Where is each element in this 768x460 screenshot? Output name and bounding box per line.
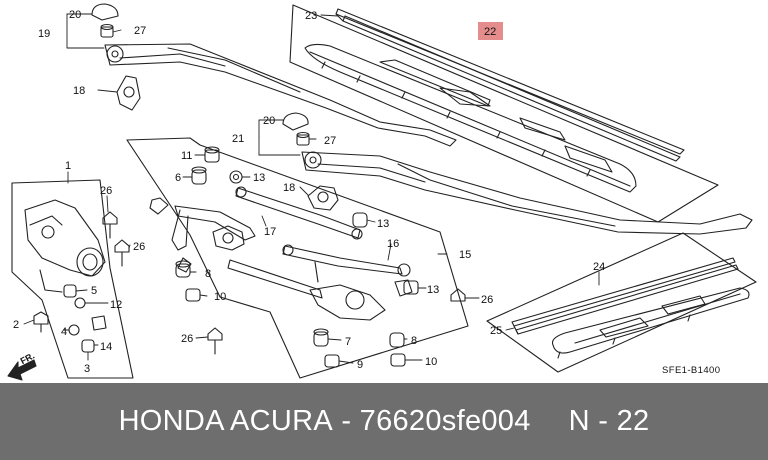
nut-27-lower (296, 131, 310, 146)
nut-13-c (403, 280, 419, 295)
callout-26c: 26 (181, 333, 193, 345)
grommet-11 (204, 146, 220, 163)
callout-2: 2 (13, 319, 19, 331)
brand-label: HONDA ACURA (118, 405, 333, 437)
callout-26a: 26 (100, 185, 112, 197)
callout-13c: 13 (427, 284, 439, 296)
part-footer-text: HONDA ACURA - 76620sfe004 N - 22 (0, 383, 768, 460)
nut-10-a (185, 288, 201, 302)
callout-24: 24 (593, 261, 605, 273)
callout-10a: 10 (214, 291, 226, 303)
wiper-arm-passenger (301, 151, 753, 235)
motor-box-frame (11, 179, 134, 379)
nut-10-b (390, 353, 406, 367)
bushing-6 (191, 166, 207, 185)
callout-14: 14 (100, 341, 112, 353)
callout-13b: 13 (377, 218, 389, 230)
callout-16: 16 (387, 238, 399, 250)
bolt-26-a (102, 211, 118, 239)
callout-17: 17 (264, 226, 276, 238)
grommet-8-a (175, 260, 191, 278)
callout-12: 12 (110, 299, 122, 311)
callout-1: 1 (65, 160, 71, 172)
callout-9: 9 (357, 359, 363, 371)
cap-20-lower (282, 112, 309, 131)
wiper-arm-driver (104, 43, 457, 147)
callout-20b: 20 (263, 115, 275, 127)
bushing-13-a (229, 170, 243, 184)
callout-25: 25 (490, 325, 502, 337)
diagram-code: SFE1-B1400 (662, 365, 720, 376)
callout-15: 15 (459, 249, 471, 261)
callout-13a: 13 (253, 172, 265, 184)
grommet-8-b (389, 332, 405, 348)
wiper-blade-passenger (511, 257, 750, 359)
wiper-motor (24, 199, 106, 293)
wiper-parts-diagram: 20 19 27 18 21 20 27 11 6 13 18 1 26 26 … (7, 3, 757, 381)
linkage-assembly (149, 186, 413, 321)
pivot-cover-18-upper (116, 75, 141, 111)
pivot-cover-18-lower (307, 185, 339, 211)
callout-19: 19 (38, 28, 50, 40)
callout-26b: 26 (133, 241, 145, 253)
callout-20a: 20 (69, 9, 81, 21)
callout-10b: 10 (425, 356, 437, 368)
bolt-26-c (207, 327, 223, 355)
callout-21: 21 (232, 133, 244, 145)
grommet-7 (313, 328, 329, 347)
diagram-ref: N - 22 (568, 405, 650, 437)
blade-box-frame-2 (486, 232, 757, 373)
bolt-26-b (114, 239, 130, 267)
callout-18a: 18 (73, 85, 85, 97)
callout-11: 11 (181, 150, 192, 162)
callout-labels: 20 19 27 18 21 20 27 11 6 13 18 1 26 26 … (13, 9, 720, 376)
wiper-blade-main (304, 8, 685, 193)
callout-26d: 26 (481, 294, 493, 306)
motor-parts-small (33, 284, 107, 353)
callout-6: 6 (175, 172, 181, 184)
leader-lines (23, 13, 600, 364)
part-footer-bar: HONDA ACURA - 76620sfe004 N - 22 (0, 383, 768, 460)
callout-8a: 8 (205, 268, 211, 280)
nut-9 (324, 354, 340, 368)
footer-separator: - (332, 405, 360, 437)
callout-7: 7 (345, 336, 351, 348)
cap-20-upper (91, 3, 119, 21)
grommet-13-b (352, 212, 368, 228)
callout-27b: 27 (324, 135, 336, 147)
part-number: 76620sfe004 (359, 405, 531, 437)
linkage-box-frame (126, 137, 469, 379)
highlight-box (478, 22, 503, 40)
callout-23: 23 (305, 10, 317, 22)
callout-8b: 8 (411, 335, 417, 347)
callout-5: 5 (91, 285, 97, 297)
callout-4: 4 (61, 326, 67, 338)
callout-22-highlighted: 22 (484, 26, 496, 38)
callout-3: 3 (84, 363, 90, 375)
callout-18b: 18 (283, 182, 295, 194)
nut-27-upper (100, 23, 114, 38)
callout-27a: 27 (134, 25, 146, 37)
front-direction-arrow-icon (7, 359, 37, 381)
blade-box-frame (289, 4, 719, 223)
